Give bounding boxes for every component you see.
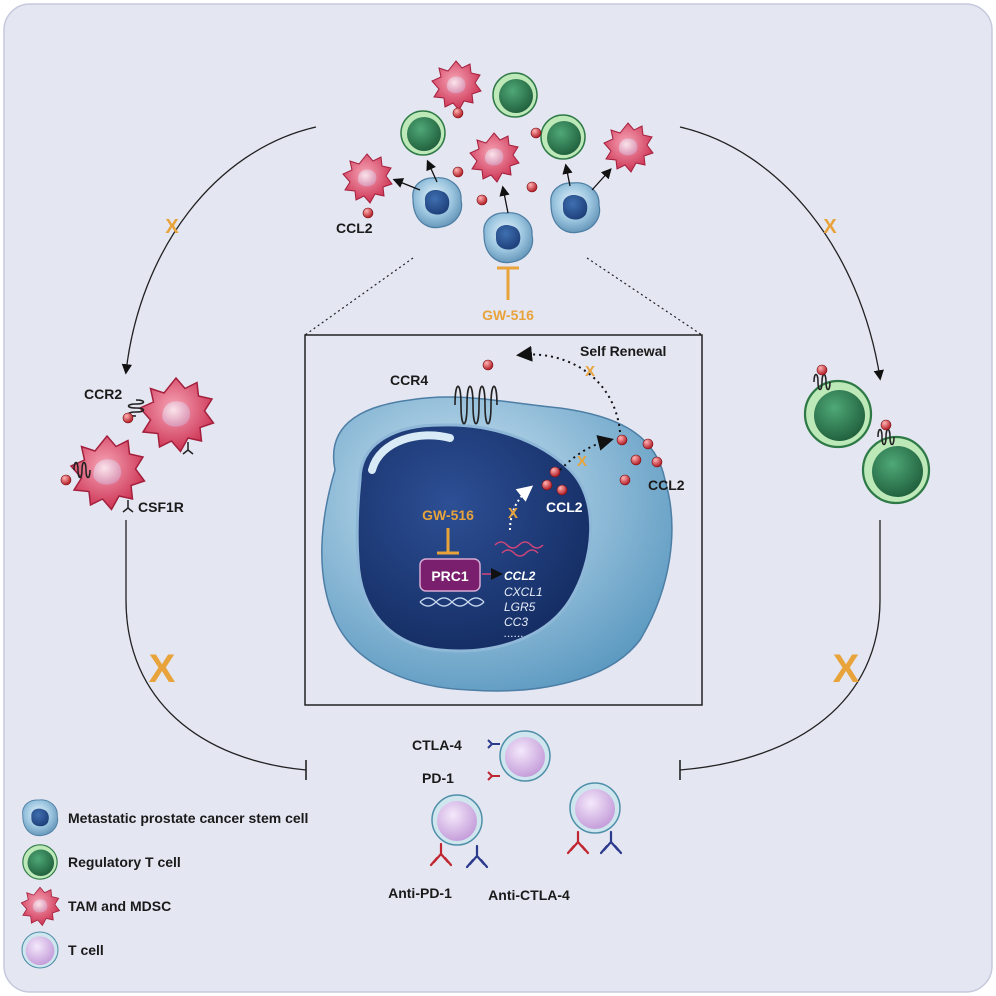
ccl2-dot <box>60 474 72 486</box>
prc1-label: PRC1 <box>431 568 469 584</box>
x-mark: X <box>823 216 837 238</box>
ccl2-dot <box>541 479 553 491</box>
left-tam-group: CCR2 CSF1R <box>60 377 215 515</box>
gene-label: CXCL1 <box>504 585 543 599</box>
gw516-label-inside: GW-516 <box>422 507 474 523</box>
legend-item: TAM and MDSC <box>20 886 171 926</box>
ccl2-dot <box>616 434 628 446</box>
ccl2-dot <box>880 419 892 431</box>
x-mark: X <box>577 453 587 470</box>
legend-label: Regulatory T cell <box>68 854 181 870</box>
ccr4-label: CCR4 <box>390 372 428 388</box>
ccr4-receptor <box>454 385 498 425</box>
zoom-line-left <box>304 257 414 336</box>
legend-label: T cell <box>68 942 104 958</box>
x-mark: X <box>508 505 518 522</box>
ccl2-dot <box>122 412 134 424</box>
gene-label: CC3 <box>504 615 528 629</box>
self-renewal-label: Self Renewal <box>580 343 666 359</box>
arrow <box>499 185 510 214</box>
ccl2-dot <box>556 484 568 496</box>
legend-item: Metastatic prostate cancer stem cell <box>22 799 308 837</box>
gw516-label-top: GW-516 <box>482 307 534 323</box>
t-cell-icon <box>21 931 59 969</box>
ccl2-dot <box>452 166 464 178</box>
dna-strand <box>419 597 485 607</box>
ccl2-dot <box>482 359 494 371</box>
ccl2-label-top: CCL2 <box>336 220 373 236</box>
big-nucleus <box>355 423 593 653</box>
arrow <box>591 168 612 191</box>
t-cell <box>431 794 483 846</box>
ccl2-dot <box>619 474 631 486</box>
right-arc: X X <box>679 126 884 780</box>
pd1-label: PD-1 <box>422 770 454 786</box>
x-mark: X <box>585 363 595 380</box>
treg-cell-right <box>540 114 586 160</box>
legend: Metastatic prostate cancer stem cell Reg… <box>20 799 308 969</box>
prc1-box <box>419 558 481 592</box>
ccl2-label-inside: CCL2 <box>546 499 583 515</box>
csf1r-label: CSF1R <box>138 499 184 515</box>
arrow <box>562 163 573 187</box>
stem-cell-icon <box>22 799 59 837</box>
top-cell-cluster: CCL2 GW-516 <box>304 60 703 336</box>
x-mark-large: X <box>833 647 860 691</box>
ccl2-dot <box>452 107 464 119</box>
ccr2-label: CCR2 <box>84 386 122 402</box>
ccl2-dot <box>816 364 828 376</box>
t-cell <box>499 730 551 782</box>
gene-label: ...... <box>504 626 524 640</box>
ccl2-dot <box>630 454 642 466</box>
ccl2-dot <box>476 194 488 206</box>
treg-cell-top <box>492 72 538 118</box>
t-cell <box>569 782 621 834</box>
mrna <box>494 541 544 549</box>
ccl2-dot <box>362 207 374 219</box>
legend-label: TAM and MDSC <box>68 898 171 914</box>
secretion-arrow <box>559 435 614 471</box>
arrow <box>392 178 421 191</box>
arrow <box>426 159 438 183</box>
legend-item: Regulatory T cell <box>22 844 181 880</box>
mrna <box>501 549 539 557</box>
t-cell-group: CTLA-4 PD-1 Anti-PD-1 Anti-CTLA-4 <box>388 730 623 903</box>
left-arc: X X <box>121 126 317 780</box>
stem-cell-center <box>483 212 534 264</box>
ccl2-dot <box>530 127 542 139</box>
ccl2-dot <box>651 456 663 468</box>
anti-ctla4-label: Anti-CTLA-4 <box>488 887 570 903</box>
ccl2-label-right: CCL2 <box>648 477 685 493</box>
x-mark-large: X <box>149 647 176 691</box>
treg-icon <box>22 844 58 880</box>
ccl2-dot <box>526 181 538 193</box>
x-mark: X <box>165 216 179 238</box>
gene-label: CCL2 <box>504 569 536 583</box>
ccl2-dot <box>642 438 654 450</box>
central-inset: CCR4 Self Renewal X X CCL2 CCL2 X GW-516… <box>304 334 703 706</box>
zoom-line-right <box>586 257 703 336</box>
ctla4-label: CTLA-4 <box>412 737 462 753</box>
stem-cell-left <box>412 177 463 229</box>
legend-item: T cell <box>21 931 104 969</box>
treg-cell-left <box>400 110 446 156</box>
gene-label: LGR5 <box>504 600 536 614</box>
legend-label: Metastatic prostate cancer stem cell <box>68 810 308 826</box>
anti-pd1-label: Anti-PD-1 <box>388 885 452 901</box>
ccl2-dot <box>549 466 561 478</box>
